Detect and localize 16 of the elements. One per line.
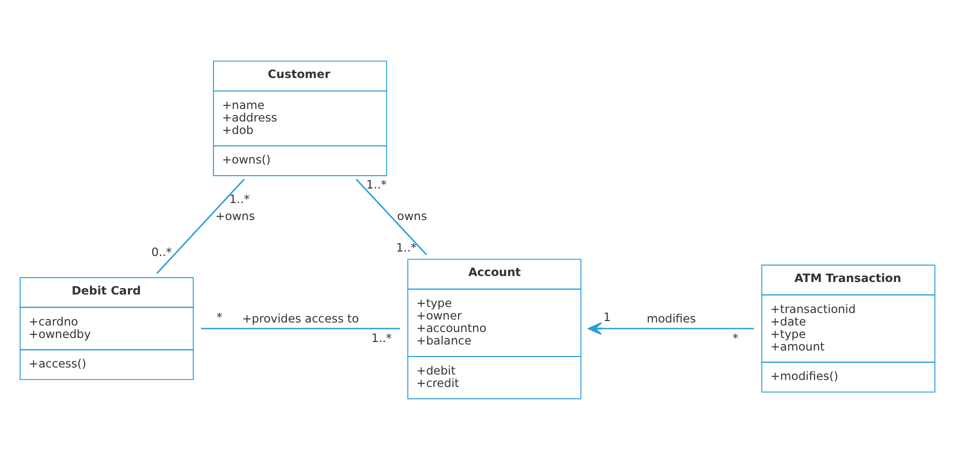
label: 1..* (371, 330, 392, 345)
edge-label: +provides access to (242, 310, 359, 325)
arrow (588, 322, 754, 334)
label: * (732, 330, 738, 345)
label: 1..* (396, 240, 417, 254)
connector (356, 178, 428, 255)
connector (201, 327, 400, 329)
edge-label: modifies (646, 310, 696, 325)
label: 0..* (151, 244, 172, 258)
label: 1 (603, 309, 611, 324)
label: 1..* (229, 191, 250, 206)
edge-label: +owns (215, 208, 255, 222)
label: * (216, 309, 222, 324)
connector (156, 178, 245, 274)
label: 1..* (366, 176, 387, 191)
edge-label: owns (397, 208, 427, 222)
